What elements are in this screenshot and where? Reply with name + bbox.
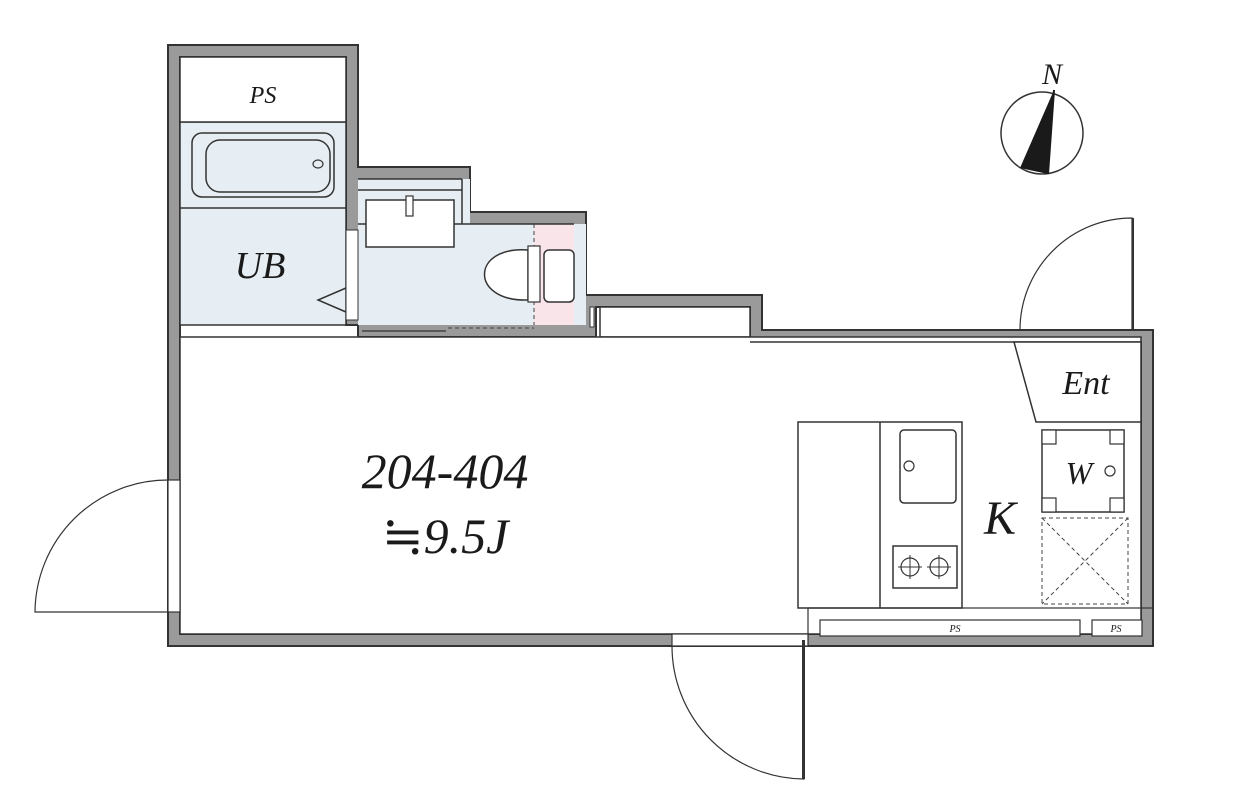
unit-size: ≒9.5J [382, 508, 511, 564]
compass-label: N [1041, 58, 1064, 91]
left-door [34, 479, 181, 613]
washroom [345, 178, 595, 332]
ps-strip-short [1091, 619, 1143, 637]
entrance [1013, 217, 1142, 423]
entrance-door-swing [1019, 217, 1133, 331]
bathtub-icon [191, 132, 335, 198]
bottom-door [671, 633, 809, 780]
kitchen-label: K [983, 492, 1019, 545]
ps-strip-long [819, 619, 1081, 637]
entrance-label: Ent [1061, 365, 1111, 402]
sink-icon [365, 195, 455, 248]
stove-icon [892, 545, 958, 589]
bath-door-mark [316, 287, 347, 313]
ps-strip-short-label: PS [1109, 624, 1121, 635]
washer-label: W [1066, 455, 1096, 491]
kitchen-counter [797, 421, 963, 609]
refrigerator-space [1041, 517, 1129, 605]
kitchen-sink-icon [899, 429, 957, 504]
bath-label: UB [235, 245, 286, 287]
washer-space [1041, 429, 1125, 513]
main-room [179, 336, 1142, 635]
toilet-icon [483, 245, 575, 303]
north-arrow-icon [1000, 89, 1084, 175]
ps-top-label: PS [249, 83, 277, 109]
bathroom [179, 56, 347, 326]
ps-strip-long-label: PS [948, 624, 960, 635]
unit-number: 204-404 [362, 443, 529, 499]
storage-niche [599, 306, 751, 338]
